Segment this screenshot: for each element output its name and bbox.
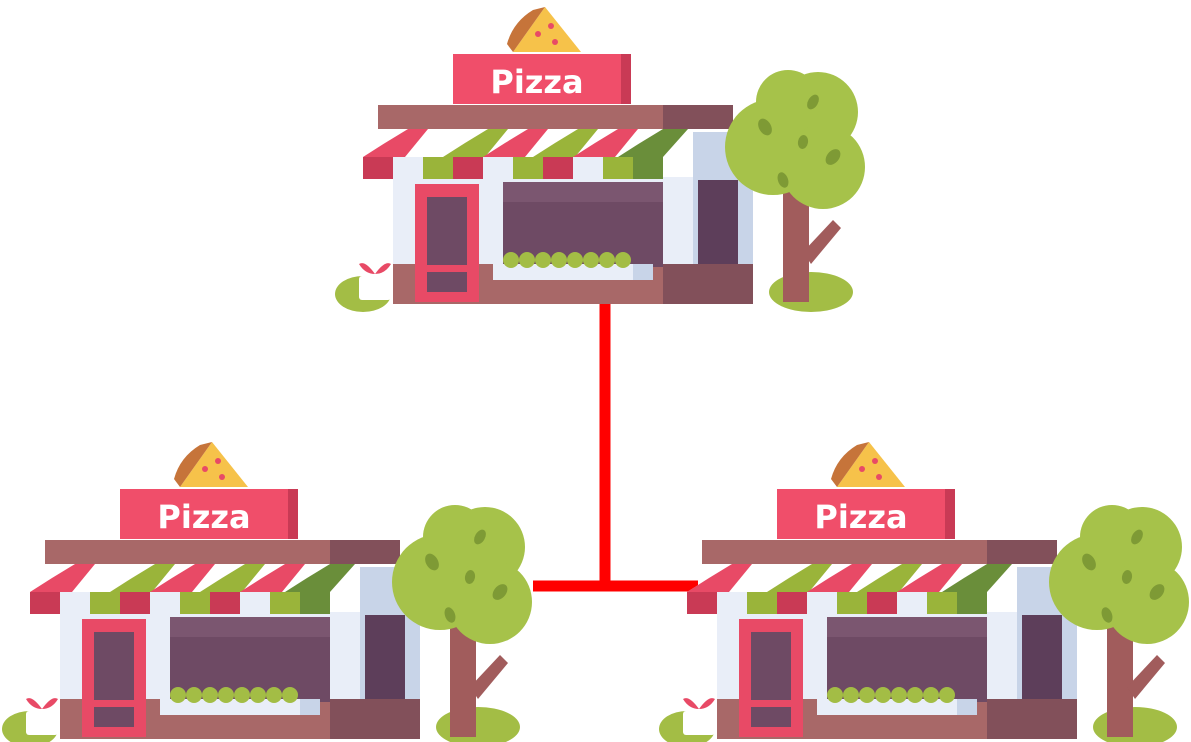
pizza-store-top: Pizza (335, 7, 865, 312)
store-sign-label: Pizza (490, 63, 583, 101)
pizza-store-bottom-left: Pizza (2, 442, 532, 742)
pizza-store-bottom-right: Pizza (659, 442, 1189, 742)
store-sign-label: Pizza (814, 498, 907, 536)
store-sign-label: Pizza (157, 498, 250, 536)
tree-connector (533, 297, 698, 592)
